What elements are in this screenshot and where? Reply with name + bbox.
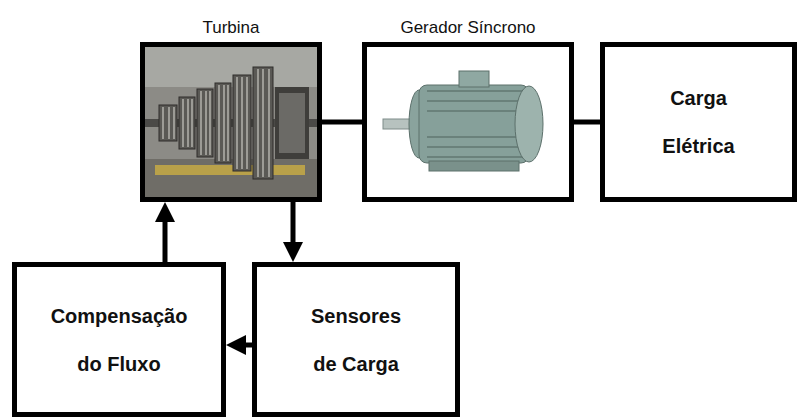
connector-line xyxy=(574,120,600,125)
box-label: Carga Elétrica xyxy=(649,74,749,170)
connector-line xyxy=(291,202,296,246)
connector xyxy=(322,122,362,123)
arrow-head xyxy=(283,242,303,262)
box-label: Sensores de Carga xyxy=(301,292,411,388)
generator-photo xyxy=(367,47,569,197)
connector xyxy=(155,202,175,262)
connector-line xyxy=(163,218,168,262)
compensation-box: Compensação do Fluxo xyxy=(12,262,226,417)
generator-box: Gerador Síncrono xyxy=(362,42,574,202)
connector xyxy=(283,202,303,262)
arrow-head xyxy=(226,335,246,355)
load-box: Carga Elétrica xyxy=(600,42,797,202)
box-heading: Gerador Síncrono xyxy=(347,18,589,38)
connector xyxy=(574,122,600,123)
connector xyxy=(226,335,252,355)
connector-line xyxy=(322,120,362,125)
box-label: Compensação do Fluxo xyxy=(49,292,189,388)
sensor-box: Sensores de Carga xyxy=(252,262,460,417)
turbine-box: Turbina xyxy=(140,42,322,202)
arrow-head xyxy=(155,202,175,222)
box-heading: Turbina xyxy=(125,18,337,38)
turbine-photo xyxy=(145,47,317,197)
